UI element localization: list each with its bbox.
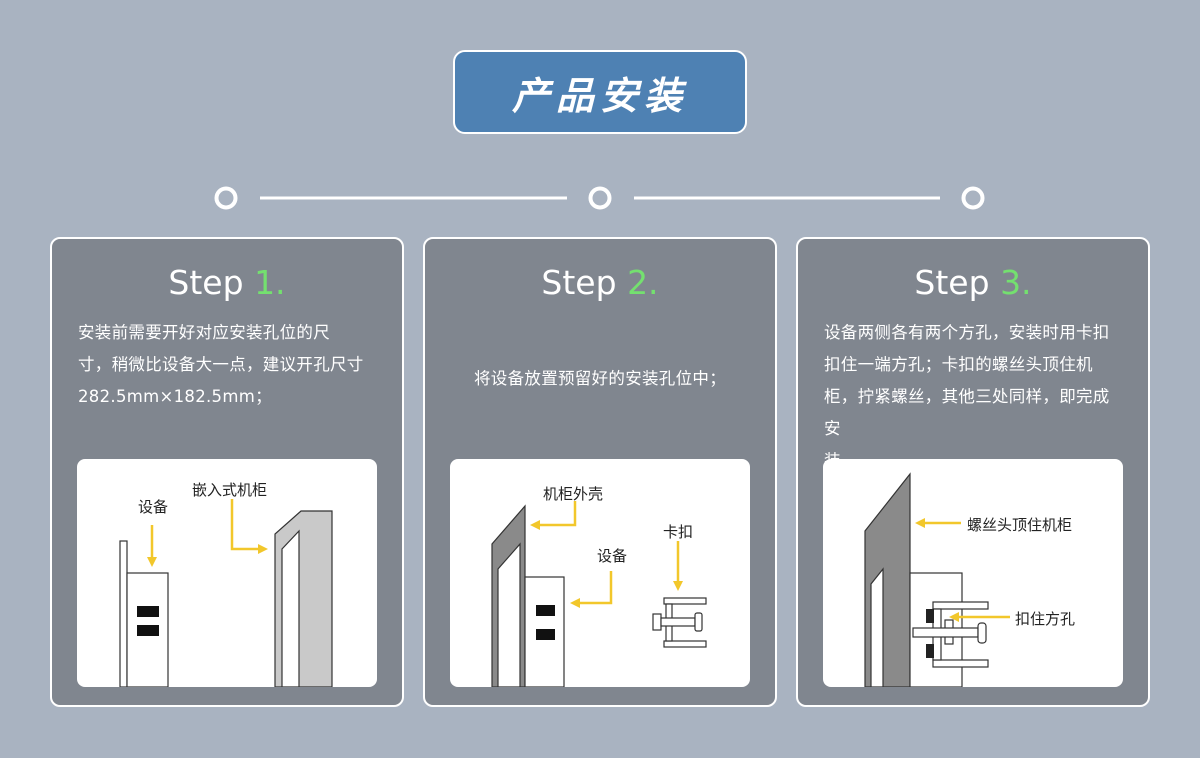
device-slot-1 — [536, 605, 555, 616]
timeline-dot-1 — [214, 186, 238, 210]
step-card-2: Step 2. 将设备放置预留好的安装孔位中； 机柜外壳 — [423, 237, 777, 707]
arrow-device-head — [147, 557, 157, 567]
step-prefix: Step — [541, 263, 628, 302]
clip-pad-top — [926, 609, 934, 623]
step-description-1: 安装前需要开好对应安装孔位的尺 寸，稍微比设备大一点，建议开孔尺寸 282.5m… — [78, 323, 364, 406]
clip-screw — [660, 617, 696, 627]
step-title-3: Step 3. — [798, 263, 1148, 302]
clip-screw — [912, 627, 979, 638]
step-card-3: Step 3. 设备两侧各有两个方孔，安装时用卡扣 扣住一端方孔；卡扣的螺丝头顶… — [796, 237, 1150, 707]
device-back-panel — [119, 540, 128, 687]
label-screw: 螺丝头顶住机柜 — [967, 516, 1073, 534]
arrow-shell-head — [530, 520, 540, 530]
arrow-device — [578, 571, 613, 605]
clip-screw-head — [694, 612, 703, 632]
step-title-2: Step 2. — [425, 263, 775, 302]
arrow-device-head — [570, 598, 580, 608]
page-title: 产品安装 — [511, 73, 688, 118]
illustration-step-3: 螺丝头顶住机柜 扣住方孔 — [823, 459, 1123, 687]
step-description-2: 将设备放置预留好的安装孔位中； — [474, 369, 726, 388]
clip-bracket-top — [932, 601, 989, 610]
page-title-banner: 产品安装 — [453, 50, 747, 134]
arrow-clip-head — [673, 581, 683, 591]
clip-bracket-top — [663, 597, 707, 605]
arrow-hole-head — [949, 612, 959, 622]
step-description-3: 设备两侧各有两个方孔，安装时用卡扣 扣住一端方孔；卡扣的螺丝头顶住机 柜，拧紧螺… — [824, 323, 1110, 470]
label-device: 设备 — [138, 498, 169, 516]
device-slot-2 — [137, 625, 159, 636]
step-number: 2. — [627, 263, 659, 302]
clip-bracket-bottom — [663, 640, 707, 648]
timeline-dot-3 — [961, 186, 985, 210]
illustration-step-2: 机柜外壳 设备 卡扣 — [450, 459, 750, 687]
arrow-screw-head — [915, 518, 925, 528]
step-prefix: Step — [168, 263, 255, 302]
label-clip: 卡扣 — [663, 523, 694, 541]
clip-bracket-bottom — [932, 659, 989, 668]
cabinet-opening — [281, 529, 300, 687]
label-hole: 扣住方孔 — [1015, 610, 1076, 628]
illustration-step-1: 设备 嵌入式机柜 — [77, 459, 377, 687]
arrow-shell — [538, 501, 577, 527]
arrow-cabinet — [230, 499, 260, 551]
step-number: 3. — [1000, 263, 1032, 302]
arrow-cabinet-head — [258, 544, 268, 554]
label-shell: 机柜外壳 — [543, 485, 604, 503]
clip-pad-bottom — [926, 644, 934, 658]
step-title-1: Step 1. — [52, 263, 402, 302]
device-slot-2 — [536, 629, 555, 640]
label-device: 设备 — [597, 547, 628, 565]
device-slot-1 — [137, 606, 159, 617]
step-timeline — [214, 186, 985, 210]
clip-screw-head — [977, 622, 987, 644]
step-number: 1. — [254, 263, 286, 302]
step-card-1: Step 1. 安装前需要开好对应安装孔位的尺 寸，稍微比设备大一点，建议开孔尺… — [50, 237, 404, 707]
timeline-dot-2 — [588, 186, 612, 210]
label-cabinet: 嵌入式机柜 — [192, 481, 268, 499]
cabinet-shell-inner — [497, 542, 521, 687]
clip-nut — [652, 613, 662, 631]
step-prefix: Step — [914, 263, 1001, 302]
cabinet-shell-inner — [870, 567, 884, 687]
